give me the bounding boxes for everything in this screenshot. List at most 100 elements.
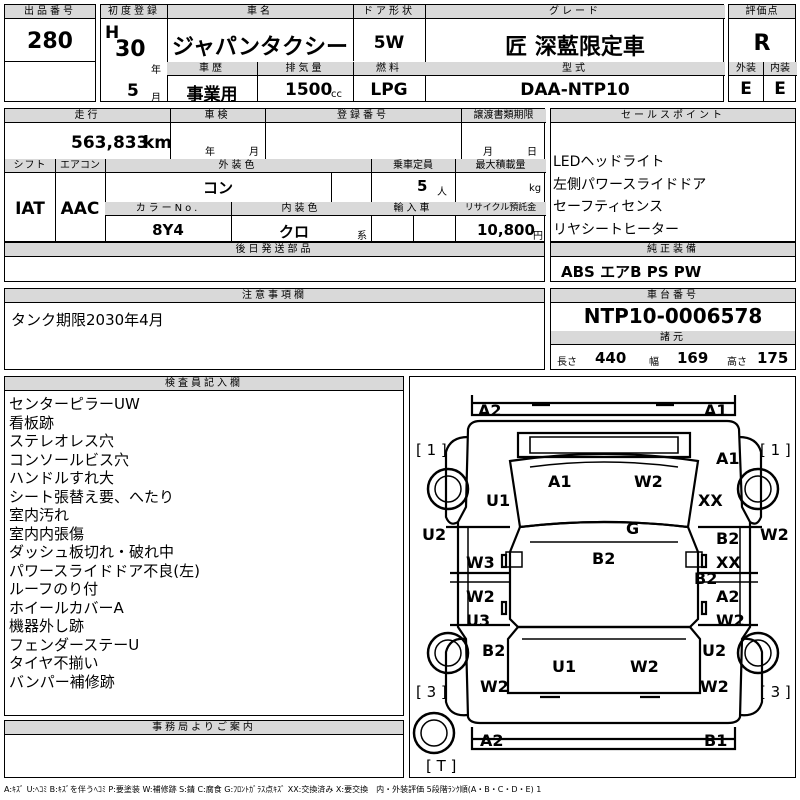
- int-color: クロ: [278, 223, 309, 241]
- score-header: 評価点: [729, 5, 795, 19]
- sales-point: LEDヘッドライト: [553, 154, 665, 170]
- mileage-header: 走行: [5, 109, 170, 123]
- sales-point: リヤシートヒーター: [553, 221, 679, 238]
- damage-label: W2: [716, 611, 745, 630]
- damage-label: U2: [422, 525, 447, 544]
- sales-point-block: セールスポイント LEDヘッドライト 左側パワースライドドア セーフティセンス …: [550, 108, 796, 242]
- length-label: 長さ: [557, 357, 577, 368]
- note-line: フェンダーステーU: [9, 635, 140, 654]
- mileage: 563,833: [71, 133, 149, 153]
- details-block: 走行 車検 登録番号 譲渡書類期限 563,833 km 年 月 月 日 シフト…: [4, 108, 546, 243]
- sales-point: セーフティセンス: [553, 199, 664, 215]
- max-load-header: 最大積載量: [455, 159, 546, 173]
- damage-label: A1: [548, 472, 572, 491]
- lot-header: 出品番号: [5, 5, 95, 19]
- damage-label: U1: [486, 491, 511, 510]
- chassis-header: 車台番号: [551, 289, 795, 303]
- damage-label: B2: [716, 529, 740, 548]
- note-line: 看板跡: [9, 413, 55, 432]
- inspection-year-unit: 年: [205, 147, 215, 158]
- shift: IAT: [15, 199, 45, 219]
- damage-label: W2: [760, 525, 789, 544]
- note-line: ハンドルすれ大: [9, 469, 115, 487]
- damage-label: U2: [702, 641, 727, 660]
- note-line: バンパー補修跡: [9, 672, 115, 691]
- length-value: 440: [595, 349, 627, 367]
- note-line: コンソールビス穴: [9, 450, 130, 469]
- height-label: 高さ: [727, 357, 747, 368]
- month-unit: 月: [151, 93, 161, 104]
- inspection-header: 車検: [170, 109, 265, 123]
- chassis-block: 車台番号 NTP10-0006578 諸元 長さ 440 幅 169 高さ 17…: [550, 288, 796, 370]
- damage-label: W2: [700, 677, 729, 696]
- inspection-month-unit: 月: [249, 147, 259, 158]
- grade: 匠 深藍限定車: [505, 35, 645, 60]
- note-line: ダッシュ板切れ・破れ中: [9, 543, 175, 561]
- note-line: センターピラーUW: [9, 395, 140, 413]
- displacement: 1500: [285, 80, 333, 100]
- recycle-fee: 10,800: [477, 221, 535, 239]
- legend: A:ｷｽﾞ U:ﾍｺﾐ B:ｷｽﾞを伴うﾍｺﾐ P:要塗装 W:補修跡 S:錆 …: [4, 785, 542, 794]
- later-parts-block: 後日発送部品: [4, 242, 545, 282]
- damage-label: XX: [716, 553, 741, 572]
- damage-label: A1: [716, 449, 740, 468]
- damage-label: W2: [634, 472, 663, 491]
- damage-label: B2: [482, 641, 506, 660]
- car-name: ジャパンタクシー: [171, 35, 348, 60]
- height-value: 175: [757, 349, 789, 367]
- ext-score: E: [740, 79, 752, 99]
- wheel-marker-fl: [ 1 ]: [416, 441, 447, 459]
- note-line: シート張替え要、へたり: [9, 487, 175, 506]
- caution-header: 注意事項欄: [5, 289, 544, 303]
- chassis-number: NTP10-0006578: [583, 304, 763, 328]
- fuel-header: 燃料: [353, 62, 425, 76]
- int-score-header: 内装: [763, 62, 797, 76]
- era: H: [105, 23, 120, 43]
- spare-tire-marker: [ T ]: [426, 757, 457, 775]
- sales-points-list: LEDヘッドライト 左側パワースライドドア セーフティセンス リヤシートヒーター: [553, 151, 706, 241]
- damage-label: G: [626, 519, 640, 538]
- transfer-header: 譲渡書類期限: [461, 109, 546, 123]
- damage-label: W2: [466, 587, 495, 606]
- office-header: 事務局よりご案内: [5, 721, 403, 735]
- ext-color: コン: [202, 179, 233, 197]
- door-header: ドア形状: [353, 5, 425, 19]
- reg-year: 30: [115, 37, 146, 62]
- max-load-unit: kg: [529, 183, 542, 194]
- shift-header: シフト: [5, 159, 55, 173]
- note-line: 室内汚れ: [9, 506, 70, 524]
- overall-score: R: [753, 31, 771, 56]
- caution-block: 注意事項欄 タンク期限2030年4月: [4, 288, 545, 370]
- model-header: 型式: [425, 62, 725, 76]
- ext-color-header: 外装色: [105, 159, 371, 173]
- damage-label: XX: [698, 491, 723, 510]
- car-name-header: 車名: [167, 5, 353, 19]
- int-score: E: [774, 79, 786, 99]
- note-line: ホイールカバーA: [9, 598, 124, 617]
- model-code: DAA-NTP10: [520, 80, 630, 100]
- note-line: タイヤ不揃い: [9, 654, 99, 672]
- color-no: 8Y4: [152, 221, 184, 239]
- color-no-header: カラーNo.: [105, 202, 231, 216]
- history-header: 車歴: [167, 62, 257, 76]
- note-line: 機器外し跡: [9, 617, 85, 635]
- car-outline: [412, 395, 780, 755]
- int-color-suffix: 系: [357, 231, 367, 242]
- caution-text: タンク期限2030年4月: [11, 311, 164, 329]
- lot-cell: 出品番号 280: [4, 4, 96, 102]
- inspector-header: 検査員記入欄: [5, 377, 403, 391]
- import-header: 輸入車: [371, 202, 455, 216]
- damage-label: B2: [694, 569, 718, 588]
- inspector-notes: センターピラーUW 看板跡 ステレオレス穴 コンソールビス穴 ハンドルすれ大 シ…: [9, 395, 200, 691]
- damage-label: W2: [630, 657, 659, 676]
- damage-label: B2: [592, 549, 616, 568]
- aircon: AAC: [60, 199, 100, 219]
- damage-label: W2: [480, 677, 509, 696]
- wheel-marker-rl: [ 3 ]: [416, 683, 447, 701]
- transfer-month-unit: 月: [483, 147, 493, 158]
- equipment-list: ABS エアB PS PW: [561, 263, 702, 281]
- sales-header: セールスポイント: [551, 109, 795, 123]
- score-block: 評価点 R 外装 内装 E E: [728, 4, 797, 102]
- note-line: 室内内張傷: [9, 524, 85, 543]
- history: 事業用: [186, 85, 238, 105]
